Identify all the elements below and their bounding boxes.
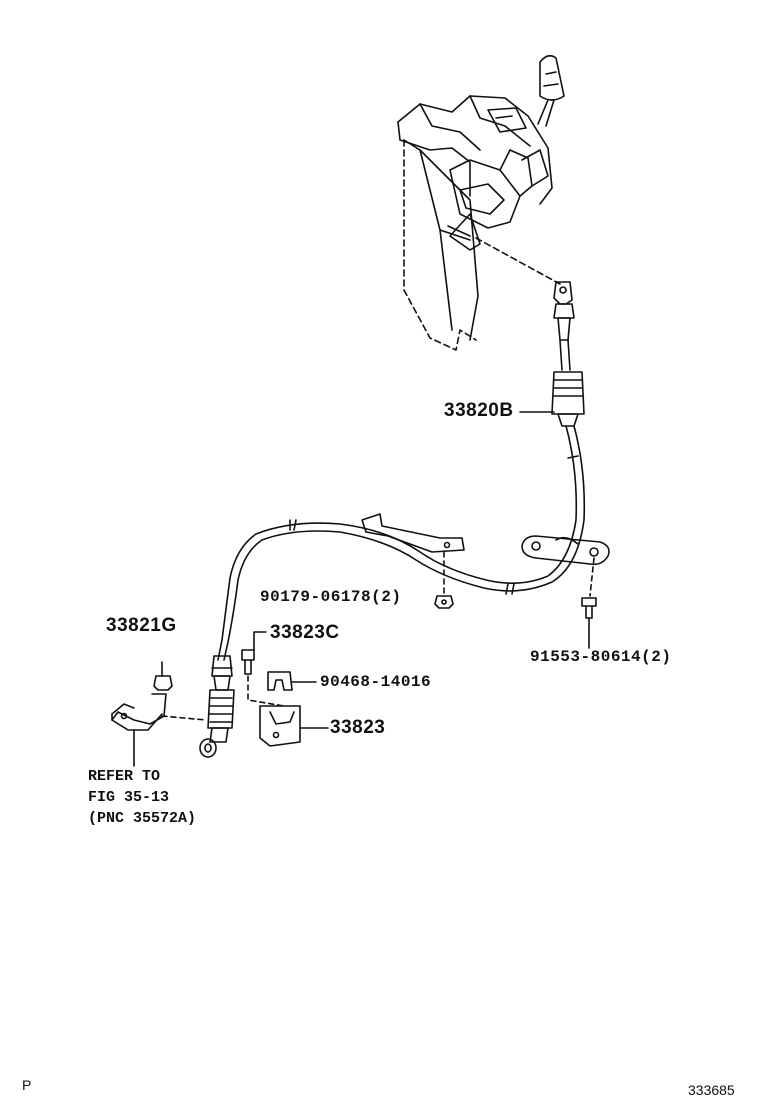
left-bracket-drawing [111, 675, 173, 731]
shift-cable-drawing [217, 425, 610, 661]
clip-90468-drawing [267, 671, 293, 691]
label-bolt-91553-80614: 91553-80614(2) [530, 648, 672, 666]
label-bracket-33823: 33823 [330, 717, 386, 738]
reference-note: REFER TO FIG 35-13 (PNC 35572A) [88, 766, 196, 829]
bolt-right-guide-line [589, 557, 595, 597]
cable-transmission-end-drawing [199, 655, 235, 758]
bracket-to-cable-guide-line [161, 715, 207, 721]
bolt-33823c-guide-line [247, 675, 285, 707]
label-clip-90468-14016: 90468-14016 [320, 673, 432, 691]
footer-figure-number: 333685 [688, 1082, 735, 1098]
bolt-91553-drawing [581, 597, 597, 619]
shift-lever-assembly-drawing [397, 54, 565, 351]
leader-33823c [253, 631, 267, 651]
bolt-33823c-drawing [241, 649, 255, 675]
cable-lever-end-drawing [551, 281, 585, 427]
label-nut-33821g: 33821G [106, 615, 177, 636]
nut-90179-drawing [434, 595, 454, 609]
reference-note-line-2: FIG 35-13 [88, 789, 170, 806]
label-cable-assy-33820b: 33820B [444, 400, 514, 421]
label-bolt-33823c: 33823C [270, 622, 340, 643]
lever-to-cable-guide-line [475, 237, 561, 285]
reference-note-line-1: REFER TO [88, 768, 161, 785]
label-nut-90179-06178: 90179-06178(2) [260, 588, 402, 606]
footer-page-marker: P [22, 1077, 32, 1093]
bracket-33823-drawing [259, 705, 301, 747]
reference-note-line-3: (PNC 35572A) [88, 810, 197, 827]
